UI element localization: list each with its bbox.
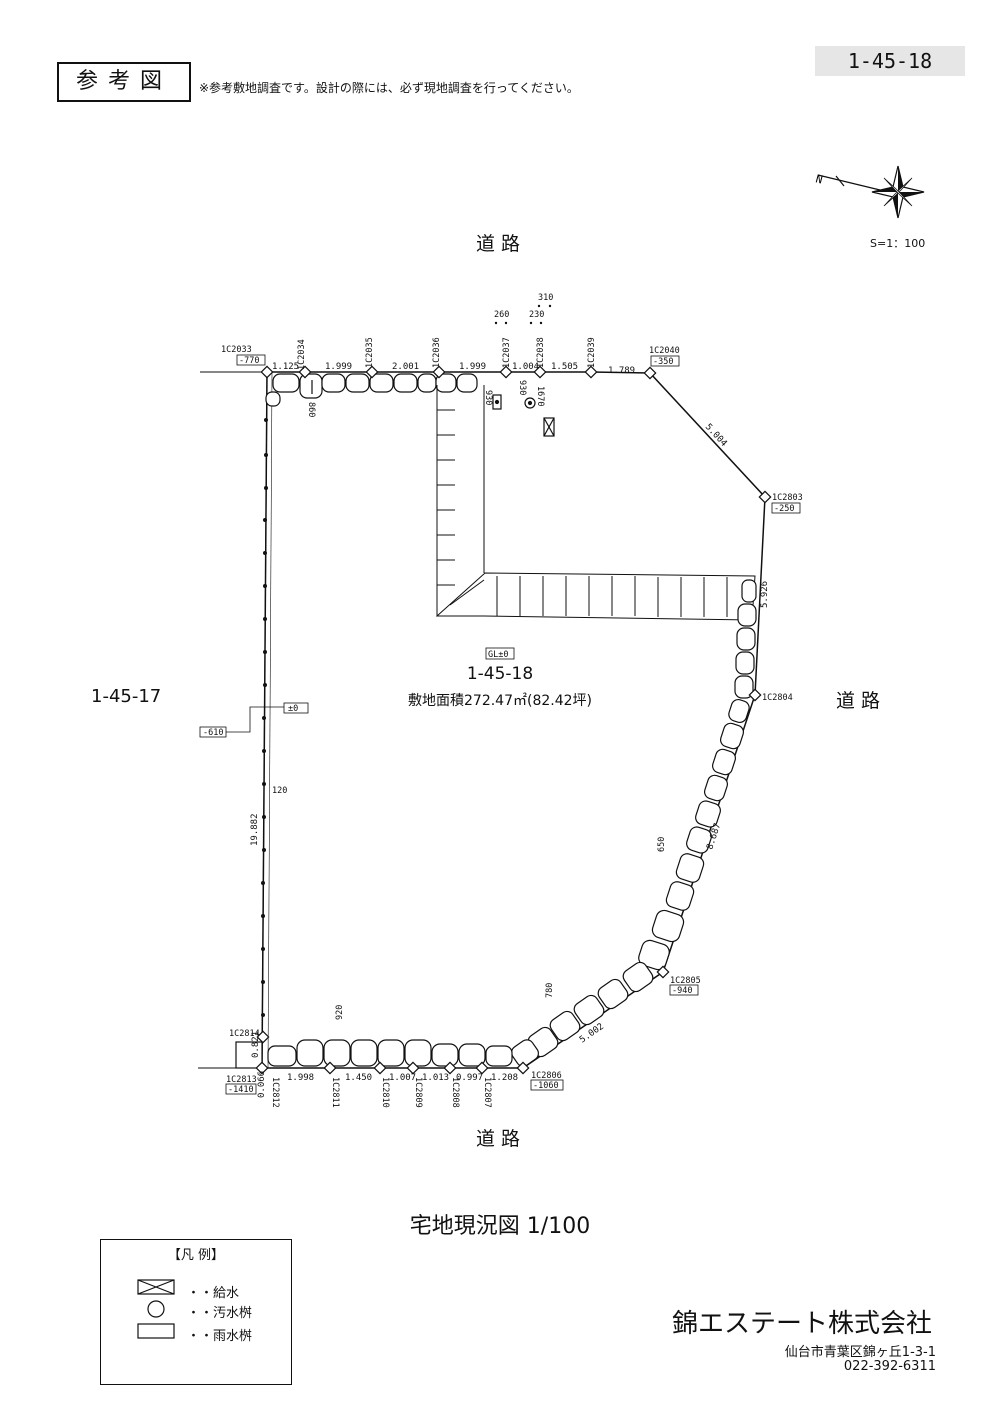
svg-text:1.789: 1.789 [608, 366, 635, 376]
compass-icon: N [814, 165, 925, 219]
station-1C2803: 1C2803 [772, 493, 803, 503]
svg-text:5.002: 5.002 [578, 1022, 606, 1046]
gl-zero-label: GL±0 [488, 650, 508, 660]
station-1C2034: 1C2034 [297, 339, 307, 370]
scale-label: S=1：100 [870, 237, 926, 250]
company-address: 仙台市青葉区錦ヶ丘1-3-1 [784, 1345, 936, 1360]
svg-text:1.999: 1.999 [459, 362, 486, 372]
station-1C2811: 1C2811 [330, 1077, 340, 1108]
diagonal-retaining-wall [511, 961, 654, 1067]
station-1C2813: 1C2813 [226, 1075, 257, 1085]
svg-text:0.821: 0.821 [251, 1031, 261, 1058]
station-1C2814: 1C2814 [229, 1029, 260, 1039]
spot-heights: 310 260 230 930 930 1670 860 650 780 920 [306, 293, 667, 1020]
svg-text:1.125: 1.125 [272, 362, 299, 372]
bottom-retaining-wall [235, 1039, 513, 1069]
svg-text:1.999: 1.999 [325, 362, 352, 372]
svg-text:860: 860 [306, 402, 316, 417]
station-1C2810: 1C2810 [380, 1077, 390, 1108]
drawing-title: 宅地現況図 1/100 [409, 1214, 591, 1239]
svg-text:310: 310 [538, 293, 553, 303]
right-retaining-wall [638, 579, 757, 971]
legend-box: 【凡 例】 ・・給水 ・・汚水桝 ・・雨水桝 [100, 1239, 292, 1385]
road-label-top: 道路 [476, 233, 527, 255]
elev-1C2805: -940 [672, 986, 692, 996]
station-labels: 1C2033 1C2034 1C2035 1C2036 1C2037 1C203… [221, 337, 803, 1107]
legend-item-sewage-basin: ・・汚水桝 [187, 1306, 253, 1321]
neighbor-lot-label: 1-45-17 [91, 686, 162, 707]
utility-symbols [311, 380, 555, 437]
station-1C2037: 1C2037 [502, 337, 512, 368]
svg-text:0.997: 0.997 [456, 1073, 483, 1083]
elev-1C2033: -770 [239, 356, 259, 366]
svg-text:1.450: 1.450 [345, 1073, 372, 1083]
station-1C2809: 1C2809 [413, 1077, 423, 1108]
svg-text:1.013: 1.013 [422, 1073, 449, 1083]
station-1C2807: 1C2807 [482, 1077, 492, 1108]
svg-text:5.926: 5.926 [760, 581, 770, 608]
station-1C2035: 1C2035 [365, 337, 375, 368]
station-1C2038: 1C2038 [536, 337, 546, 368]
site-area-label: 敷地面積272.47㎡(82.42坪) [408, 693, 592, 709]
station-markers [255, 365, 772, 1075]
left-boundary-ticks [261, 418, 268, 1017]
elev-zero: ±0 [288, 704, 298, 714]
station-1C2808: 1C2808 [450, 1077, 460, 1108]
top-retaining-wall [265, 373, 478, 407]
station-1C2804: 1C2804 [762, 693, 793, 703]
station-1C2033: 1C2033 [221, 345, 252, 355]
company-phone: 022-392-6311 [843, 1359, 936, 1374]
elevation-boxes: -770 -350 -250 -940 -1060 -1410 ±0 -610 … [199, 354, 801, 1095]
svg-text:920: 920 [335, 1005, 345, 1020]
road-label-bottom: 道路 [476, 1128, 527, 1150]
slope-hatch [436, 385, 756, 621]
svg-text:1.007: 1.007 [389, 1073, 416, 1083]
elev-120: 120 [272, 786, 287, 796]
water-supply-icon [137, 1279, 175, 1295]
station-1C2039: 1C2039 [587, 337, 597, 368]
compass-north-letter: N [814, 172, 824, 186]
svg-text:1.004: 1.004 [512, 362, 539, 372]
road-label-right: 道路 [836, 690, 887, 712]
svg-text:230: 230 [529, 310, 544, 320]
svg-text:2.001: 2.001 [392, 362, 419, 372]
svg-text:19.882: 19.882 [250, 813, 260, 846]
station-1C2805: 1C2805 [670, 976, 701, 986]
svg-text:930: 930 [517, 380, 527, 395]
station-1C2812: 1C2812 [270, 1077, 280, 1108]
disclaimer-note: ※参考敷地調査です。設計の際には、必ず現地調査を行ってください。 [199, 81, 579, 95]
legend-item-water-supply: ・・給水 [187, 1286, 240, 1301]
station-1C2036: 1C2036 [432, 337, 442, 368]
svg-text:780: 780 [545, 983, 555, 998]
elev-1C2040: -350 [653, 357, 673, 367]
elev-minus610: -610 [203, 728, 223, 738]
svg-text:650: 650 [657, 837, 667, 852]
svg-text:0.066: 0.066 [257, 1071, 267, 1098]
legend-title: 【凡 例】 [167, 1248, 225, 1263]
station-1C2806: 1C2806 [531, 1071, 562, 1081]
elev-1C2806: -1060 [533, 1081, 559, 1091]
lot-boundary [261, 371, 766, 1069]
company-name: 錦エステート株式会社 [672, 1309, 933, 1339]
svg-text:930: 930 [483, 390, 493, 405]
svg-text:1.505: 1.505 [551, 362, 578, 372]
reference-drawing-label: 参考図 [57, 62, 191, 102]
lot-number-tag: 1-45-18 [815, 46, 965, 76]
rainwater-basin-icon [137, 1323, 175, 1339]
legend-item-rainwater-basin: ・・雨水桝 [187, 1329, 253, 1344]
svg-text:260: 260 [494, 310, 509, 320]
svg-text:1.998: 1.998 [287, 1073, 314, 1083]
svg-text:1.208: 1.208 [491, 1073, 518, 1083]
sewage-basin-icon [147, 1300, 165, 1318]
station-1C2040: 1C2040 [649, 346, 680, 356]
svg-text:1670: 1670 [535, 386, 545, 406]
main-lot-number: 1-45-18 [466, 664, 534, 684]
elev-1C2803: -250 [774, 504, 794, 514]
elev-1C2813: -1410 [228, 1085, 254, 1095]
